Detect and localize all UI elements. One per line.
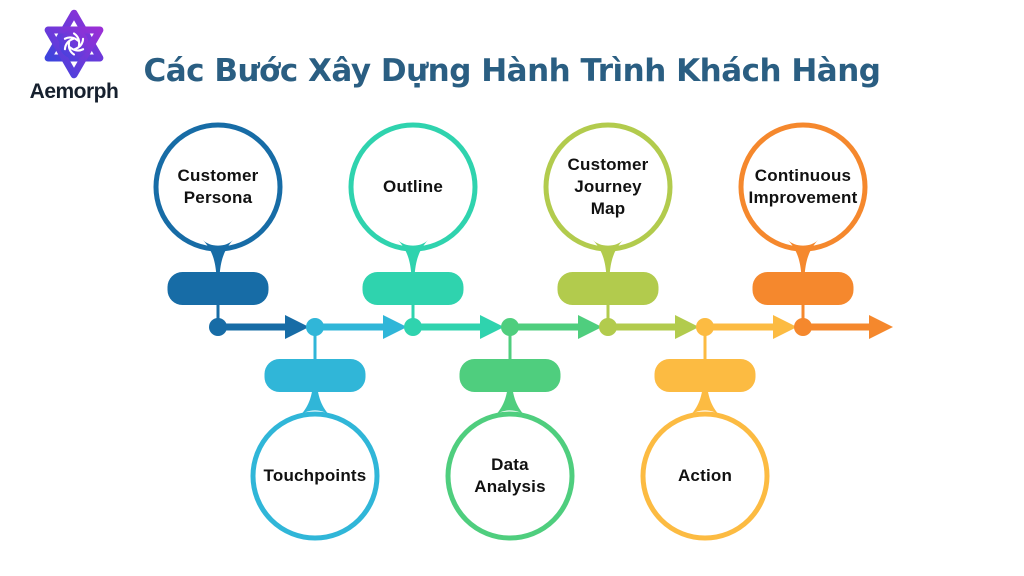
step-pill — [654, 359, 756, 392]
connector-drop — [788, 240, 818, 274]
timeline-dot — [794, 318, 812, 336]
timeline-dot — [404, 318, 422, 336]
step-group-touchpoints — [250, 318, 380, 541]
arrow-shaft — [315, 323, 387, 331]
logo-wordmark: Aemorph — [29, 80, 119, 103]
step-label-customer-persona: Customer Persona — [177, 165, 259, 207]
arrow-head-icon — [383, 315, 407, 339]
arrow-segment-1 — [218, 315, 309, 339]
aemorph-flower-icon — [44, 9, 104, 79]
arrow-head-icon — [773, 315, 797, 339]
connector-stem — [313, 327, 317, 385]
step-pill — [264, 359, 366, 392]
step-pill — [362, 272, 464, 305]
step-bubble — [445, 411, 575, 541]
connector-drop — [495, 382, 525, 416]
page-title: Các Bước Xây Dựng Hành Trình Khách Hàng — [143, 53, 881, 89]
step-group-data-analysis — [445, 318, 575, 541]
arrow-segment-3 — [413, 315, 504, 339]
timeline-dot — [501, 318, 519, 336]
step-group-customer-journey-map — [543, 122, 673, 336]
arrow-head-icon — [869, 315, 893, 339]
arrow-shaft — [705, 323, 777, 331]
connector-drop — [690, 382, 720, 416]
connector-drop — [300, 382, 330, 416]
arrow-shaft — [218, 323, 289, 331]
connector-drop — [593, 240, 623, 274]
step-pill — [752, 272, 854, 305]
step-label-touchpoints: Touchpoints — [263, 465, 367, 485]
arrow-shaft — [803, 323, 873, 331]
step-label-data-analysis: Data Analysis — [474, 454, 546, 496]
step-bubble — [250, 411, 380, 541]
arrow-segment-4 — [510, 315, 602, 339]
connector-stem — [508, 327, 512, 385]
step-label-action: Action — [677, 465, 733, 485]
arrow-segment-5 — [608, 315, 699, 339]
arrow-shaft — [510, 323, 582, 331]
arrow-shaft — [413, 323, 484, 331]
step-pill — [459, 359, 561, 392]
timeline-dot — [696, 318, 714, 336]
step-group-outline — [348, 122, 478, 336]
arrow-head-icon — [480, 315, 504, 339]
connector-drop — [203, 240, 233, 274]
arrow-head-icon — [675, 315, 699, 339]
arrow-segment-2 — [315, 315, 407, 339]
connector-stem — [703, 327, 707, 385]
arrow-head-icon — [578, 315, 602, 339]
arrow-shaft — [608, 323, 679, 331]
step-label-continuous-improvement: Continuous Improvement — [748, 165, 858, 207]
arrow-segment-6 — [705, 315, 797, 339]
step-group-action — [640, 318, 770, 541]
connector-drop — [398, 240, 428, 274]
step-group-customer-persona — [153, 122, 283, 336]
step-pill — [557, 272, 659, 305]
timeline-dot — [209, 318, 227, 336]
timeline-dot — [306, 318, 324, 336]
aemorph-logo: Aemorph — [18, 6, 130, 104]
arrow-segment-7 — [803, 315, 893, 339]
step-pill — [167, 272, 269, 305]
arrow-head-icon — [285, 315, 309, 339]
step-label-customer-journey-map: Customer Journey Map — [567, 154, 649, 219]
step-bubble — [640, 411, 770, 541]
timeline-dot — [599, 318, 617, 336]
step-label-outline: Outline — [383, 176, 443, 196]
step-group-continuous-improvement — [738, 122, 868, 336]
